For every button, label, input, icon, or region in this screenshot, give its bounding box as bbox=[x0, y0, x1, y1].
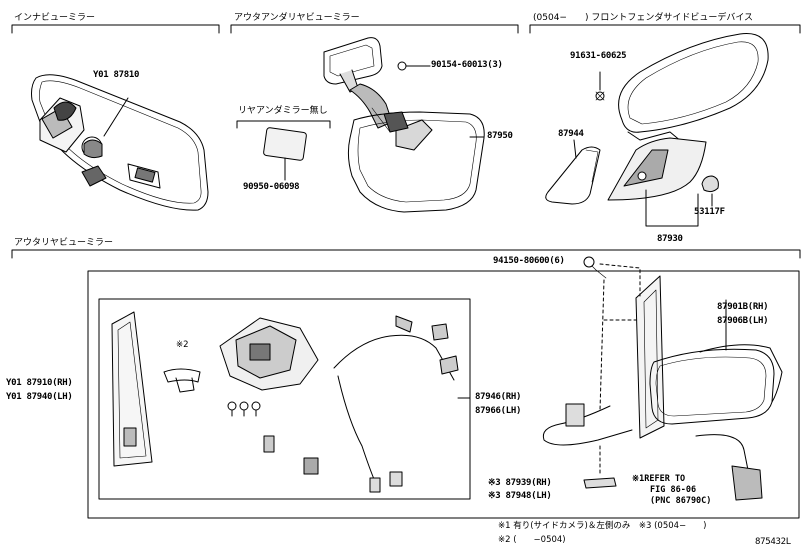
refer-fig-label[interactable]: FIG 86-06 bbox=[650, 485, 697, 495]
refer-to-label[interactable]: ※1REFER TO bbox=[632, 474, 686, 484]
sub-parts-frame bbox=[98, 298, 471, 500]
part-label-87940[interactable]: Y01 87940(LH) bbox=[6, 392, 73, 402]
part-label-87810[interactable]: Y01 87810 bbox=[93, 70, 140, 80]
footnote-2: ※2 ( −0504) bbox=[498, 535, 566, 545]
note-no-rear-under-mirror: リヤアンダミラー無し bbox=[238, 106, 328, 116]
part-label-87966[interactable]: 87966(LH) bbox=[475, 406, 522, 416]
part-label-53117[interactable]: 53117F bbox=[694, 207, 725, 217]
part-label-87944[interactable]: 87944 bbox=[558, 129, 584, 139]
part-label-87939[interactable]: ※3 87939(RH) bbox=[488, 478, 552, 488]
part-label-87950[interactable]: 87950 bbox=[487, 131, 513, 141]
part-label-87910[interactable]: Y01 87910(RH) bbox=[6, 378, 73, 388]
sub-parts-drawing bbox=[111, 311, 471, 493]
fender-device-drawing bbox=[545, 33, 769, 227]
diagram-id: 875432L bbox=[755, 537, 791, 547]
section-outer-under-mirror: アウタアンダリヤビューミラー bbox=[234, 13, 360, 23]
part-label-87906[interactable]: 87906B(LH) bbox=[717, 316, 769, 326]
part-label-91631[interactable]: 91631-60625 bbox=[570, 51, 627, 61]
part-label-94150[interactable]: 94150-80600(6) bbox=[493, 256, 565, 266]
mirror-pad bbox=[263, 127, 307, 161]
part-label-87901[interactable]: 87901B(RH) bbox=[717, 302, 769, 312]
mark-2: ※2 bbox=[176, 340, 189, 350]
part-label-90154[interactable]: 90154-60013(3) bbox=[431, 60, 503, 70]
section-outer-mirror: アウタリヤビューミラー bbox=[14, 238, 114, 248]
section-fender-device: (0504− ) フロントフェンダサイドビューデバイス bbox=[533, 13, 754, 23]
refer-pnc-label[interactable]: (PNC 86790C) bbox=[650, 496, 712, 506]
outer-mirror-frame bbox=[87, 270, 800, 519]
footnote-1: ※1 有り(サイドカメラ)＆左側のみ ※3 (0504− ) bbox=[498, 521, 707, 531]
part-label-87930[interactable]: 87930 bbox=[657, 234, 683, 244]
under-mirror-drawing bbox=[263, 37, 485, 213]
part-label-87948[interactable]: ※3 87948(LH) bbox=[488, 491, 552, 501]
section-inner-mirror: インナビューミラー bbox=[14, 13, 96, 23]
section-brackets bbox=[11, 24, 801, 259]
outer-mirror-drawing bbox=[542, 256, 783, 501]
inner-mirror-drawing bbox=[31, 74, 209, 211]
part-label-90950[interactable]: 90950-06098 bbox=[243, 182, 300, 192]
part-label-87946[interactable]: 87946(RH) bbox=[475, 392, 522, 402]
